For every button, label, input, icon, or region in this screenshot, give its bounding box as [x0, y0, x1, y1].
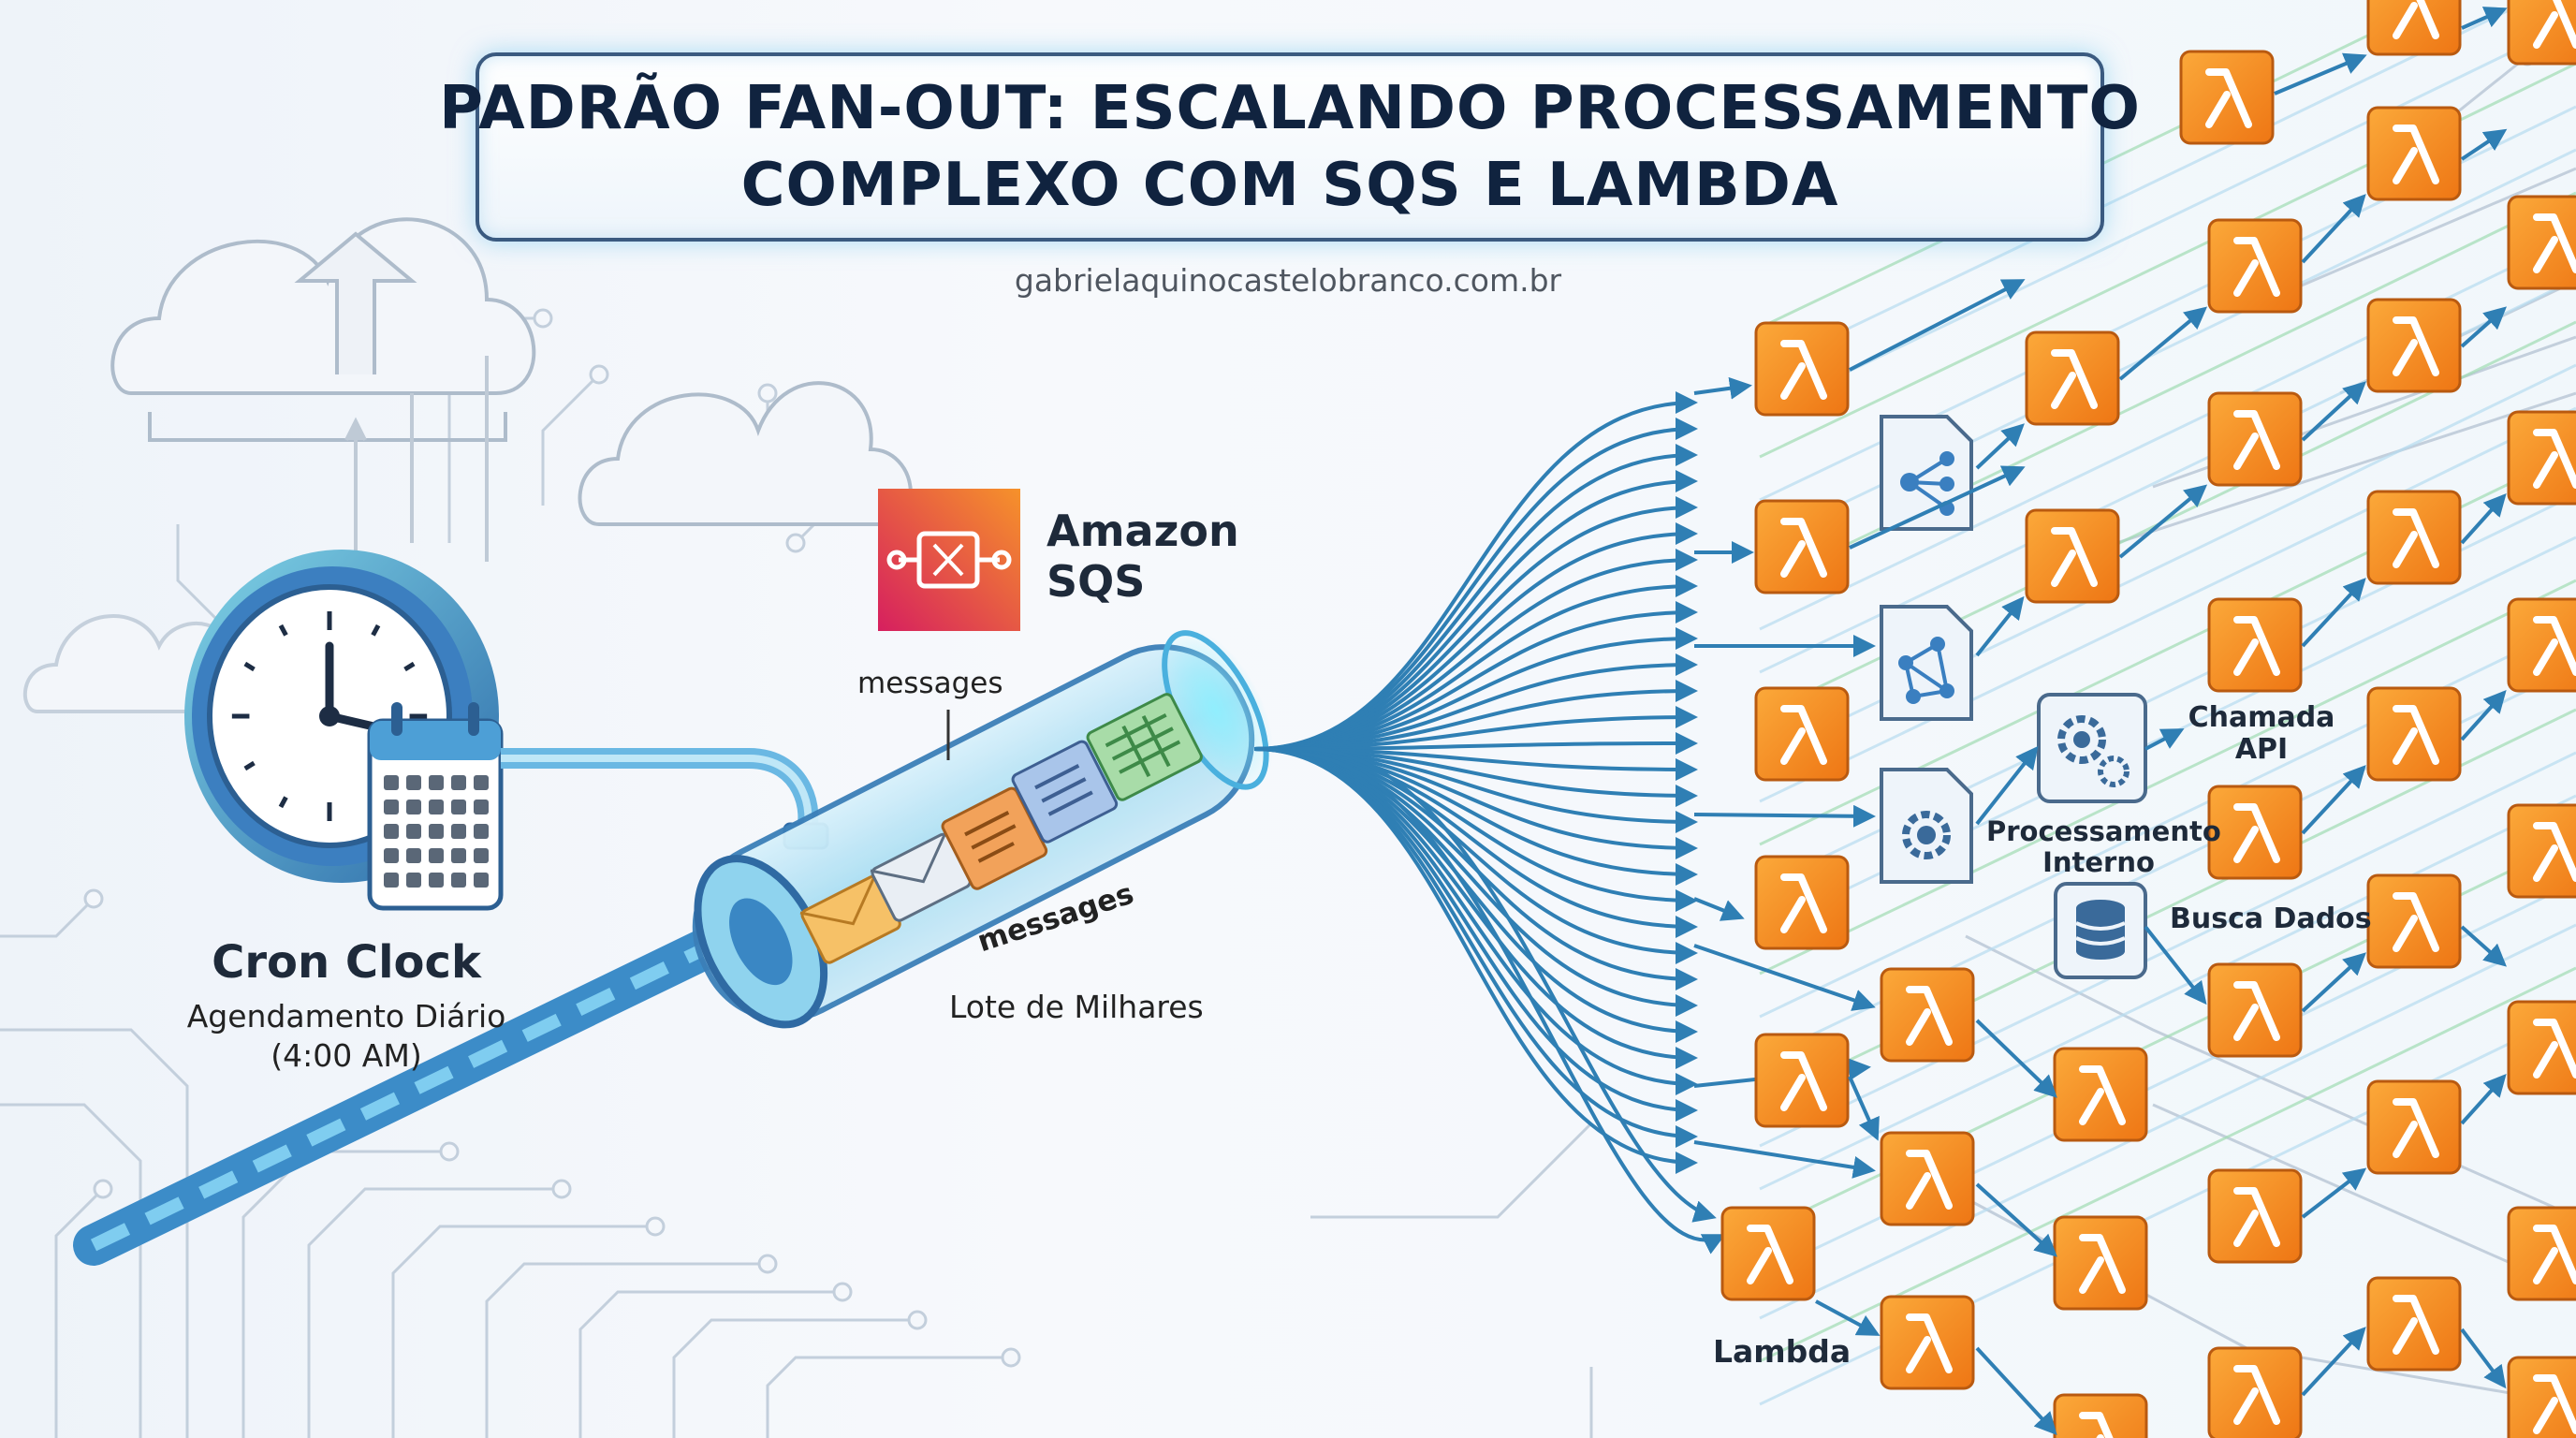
lambda-icon [2366, 686, 2462, 782]
feed-hose [501, 748, 819, 838]
document-network-icon [1880, 415, 1973, 721]
lambda-icon [2507, 803, 2576, 899]
batch-label: Lote de Milhares [949, 989, 1204, 1025]
cron-subtitle: Agendamento Diário [186, 998, 506, 1034]
lambda-icon [2207, 218, 2303, 314]
lambda-icon [1880, 1295, 1975, 1390]
lambda-grid [1720, 0, 2576, 1438]
sqs-queue-icon [878, 489, 1020, 631]
lambda-icon [1880, 967, 1975, 1063]
lambda-icon [2207, 1346, 2303, 1438]
lambda-icon [1754, 499, 1850, 594]
lambda-icon [2207, 1168, 2303, 1264]
lambda-icon [1754, 321, 1850, 417]
lambda-icon [1754, 855, 1850, 950]
lambda-icon [2207, 597, 2303, 693]
lambda-icon [2025, 508, 2120, 604]
up-arrow-lines [344, 356, 489, 599]
data-lookup-label: Busca Dados [2170, 902, 2372, 935]
internal-processing-label: Processamento Interno [1986, 815, 2221, 878]
title-line-1: PADRÃO FAN-OUT: ESCALANDO PROCESSAMENTO [439, 74, 2141, 143]
lambda-icon [1754, 1033, 1850, 1128]
lambda-icon [2507, 0, 2576, 66]
message-box-icon [941, 693, 1203, 890]
lambda-label: Lambda [1713, 1333, 1852, 1370]
lambda-icon [1880, 1131, 1975, 1226]
lambda-icon [2053, 1047, 2148, 1142]
lambda-icon [2507, 1000, 2576, 1095]
lambda-icon [2366, 0, 2462, 56]
lambda-icon [1720, 1206, 1816, 1301]
title-banner: PADRÃO FAN-OUT: ESCALANDO PROCESSAMENTO … [439, 52, 2140, 242]
lambda-icon [2053, 1393, 2148, 1438]
lambda-icon [2507, 1356, 2576, 1438]
lambda-icon [2179, 50, 2275, 145]
lambda-icon [2366, 106, 2462, 201]
lambda-icon [2207, 391, 2303, 487]
calendar-icon [367, 702, 504, 911]
lambda-icon [2366, 490, 2462, 585]
sqs-name: Amazon SQS [1046, 506, 1239, 607]
messages-label-top: messages [857, 667, 1003, 700]
lambda-icon [2507, 597, 2576, 693]
lambda-icon [2025, 330, 2120, 426]
api-call-label: Chamada API [2188, 701, 2335, 766]
database-icon [2054, 882, 2147, 979]
sqs-name-line2: SQS [1046, 556, 1146, 607]
gear-icon [1880, 693, 2147, 884]
lambda-icon [2366, 298, 2462, 393]
lambda-icon [2207, 962, 2303, 1058]
lambda-icon [2207, 785, 2303, 880]
lambda-icon [1754, 686, 1850, 782]
lambda-icon [2507, 195, 2576, 290]
title-line-2: COMPLEXO COM SQS E LAMBDA [740, 151, 1839, 220]
lambda-icon [2507, 1206, 2576, 1301]
lambda-icon [2366, 1079, 2462, 1175]
lambda-icon [2053, 1215, 2148, 1311]
lambda-icon [2507, 410, 2576, 506]
lambda-icon [2366, 873, 2462, 969]
sqs-name-line1: Amazon [1046, 506, 1239, 556]
lambda-icon [2366, 1276, 2462, 1372]
website-url: gabrielaquinocastelobranco.com.br [1014, 262, 1562, 299]
cron-time: (4:00 AM) [271, 1037, 422, 1074]
cron-title: Cron Clock [212, 936, 481, 989]
fanout-connections [1253, 376, 1876, 1255]
